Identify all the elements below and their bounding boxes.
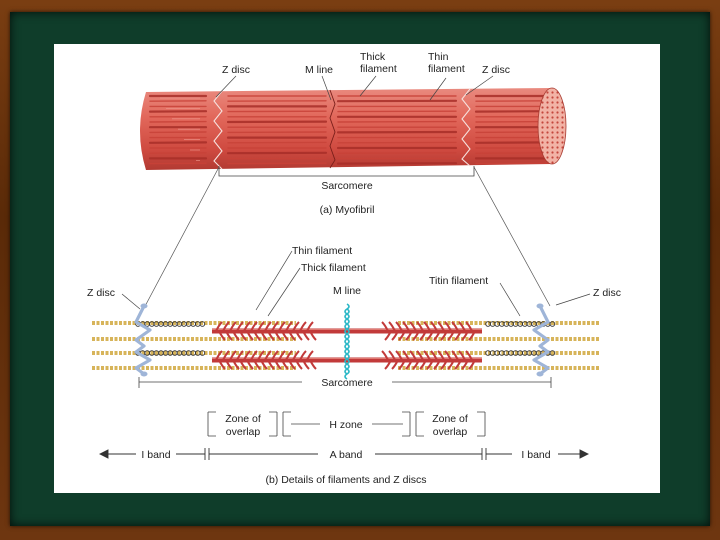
caption-myofibril: (a) Myofibril [320, 204, 375, 216]
label-thin-filament-top-2: filament [428, 63, 465, 75]
myofibril-cylinder [140, 87, 567, 170]
label-i-band-left: I band [141, 449, 170, 461]
label-sarcomere-bottom: Sarcomere [321, 377, 373, 389]
label-zone-overlap-right-1: Zone of [432, 413, 468, 425]
label-thin-filament: Thin filament [292, 245, 352, 257]
filament-detail [92, 303, 600, 380]
label-z-disc-top-right: Z disc [482, 64, 510, 76]
myofibril-striations [148, 94, 550, 165]
sarcomere-bracket-top [218, 166, 475, 177]
label-m-line-top: M line [305, 64, 333, 76]
top-leader-lines [215, 75, 494, 101]
label-a-band: A band [330, 449, 363, 461]
label-m-line-bottom: M line [333, 285, 361, 297]
z-disc-line-left [213, 90, 223, 170]
label-titin-filament: Titin filament [429, 275, 488, 287]
caption-details: (b) Details of filaments and Z discs [265, 474, 426, 486]
bottom-leader-lines [121, 250, 591, 317]
label-thick-filament: Thick filament [301, 262, 366, 274]
label-zone-overlap-right-2: overlap [433, 426, 468, 438]
label-z-disc-bottom-left: Z disc [87, 287, 115, 299]
z-disc-line-right [461, 88, 471, 167]
label-thick-filament-top-2: filament [360, 63, 397, 75]
zone-brackets [207, 411, 486, 437]
m-line-top [329, 89, 336, 169]
label-h-zone: H zone [329, 419, 362, 431]
label-i-band-right: I band [521, 449, 550, 461]
label-z-disc-top-left: Z disc [222, 64, 250, 76]
label-thick-filament-top-1: Thick [360, 51, 386, 63]
myofibril-cross-section [537, 87, 567, 165]
sarcomere-bracket-bottom [138, 377, 552, 388]
label-zone-overlap-left-2: overlap [226, 426, 261, 438]
label-z-disc-bottom-right: Z disc [593, 287, 621, 299]
label-zone-overlap-left-1: Zone of [225, 413, 261, 425]
label-sarcomere-top: Sarcomere [321, 180, 373, 192]
zoom-lines [142, 166, 551, 311]
band-arrows [98, 448, 590, 460]
label-thin-filament-top-1: Thin [428, 51, 449, 63]
